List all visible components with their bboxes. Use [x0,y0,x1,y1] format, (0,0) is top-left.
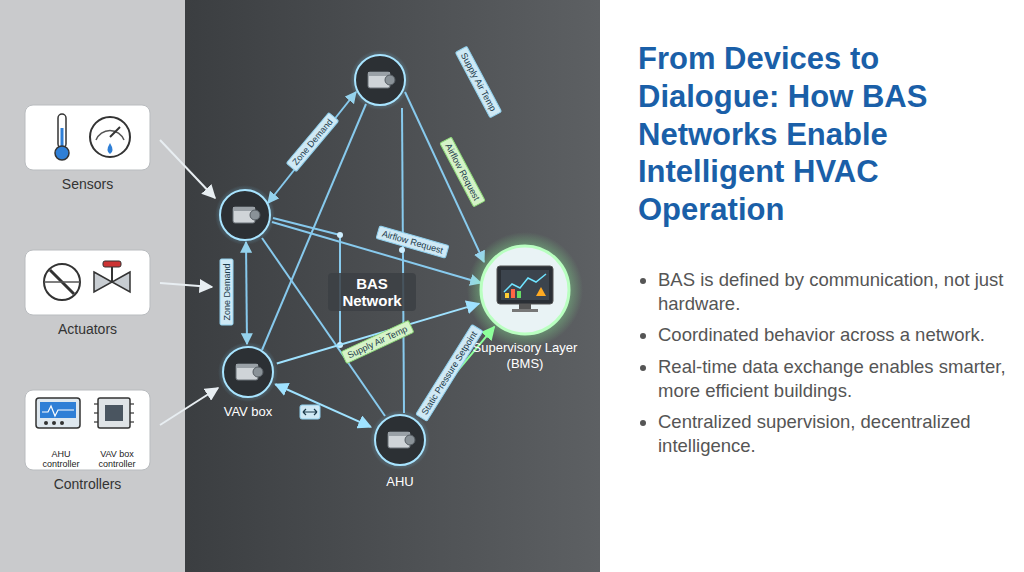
bullet-point: BAS is defined by communication, not jus… [658,268,1018,315]
node-label: VAV box [224,404,273,419]
bullet-point: Coordinated behavior across a network. [658,323,1018,347]
sensors-card: Sensors [25,105,150,170]
signal-tag: Supply Air Temp [341,319,415,363]
actuators-card: Actuators [25,250,150,315]
node-label: Sensors [62,176,113,192]
bullet-point: Centralized supervision, decentralized i… [658,410,1018,457]
vav-box-node: VAV box [222,346,274,398]
network-label: BAS Network [328,273,416,312]
signal-tag: Static Pressure Setpoint [415,324,483,422]
controller-label: VAV box controller [89,450,145,470]
node-label: Controllers [54,476,122,492]
signal-tag: Airflow Request [375,225,449,259]
ahu-node: AHU [372,412,428,468]
signal-tag: Zone Demand [219,258,233,325]
signal-tag: Supply Air Temp [454,46,502,119]
controller-label: AHU controller [33,450,89,470]
node-label: Actuators [58,321,117,337]
network-link [277,304,479,364]
node-label: Supervisory Layer (BMS) [460,340,590,371]
signal-tag: Airflow Request [439,136,486,207]
node-label: AHU [386,474,413,489]
supervisory-node: Supervisory Layer (BMS) [481,246,569,334]
diagram-title: From Devices to Dialogue: How BAS Networ… [638,40,1008,229]
bullet-point: Real-time data exchange enables smarter,… [658,355,1018,402]
signal-tag: Zone Demand [285,112,339,172]
network-link [275,384,370,427]
bullet-list: BAS is defined by communication, not jus… [636,268,1018,466]
